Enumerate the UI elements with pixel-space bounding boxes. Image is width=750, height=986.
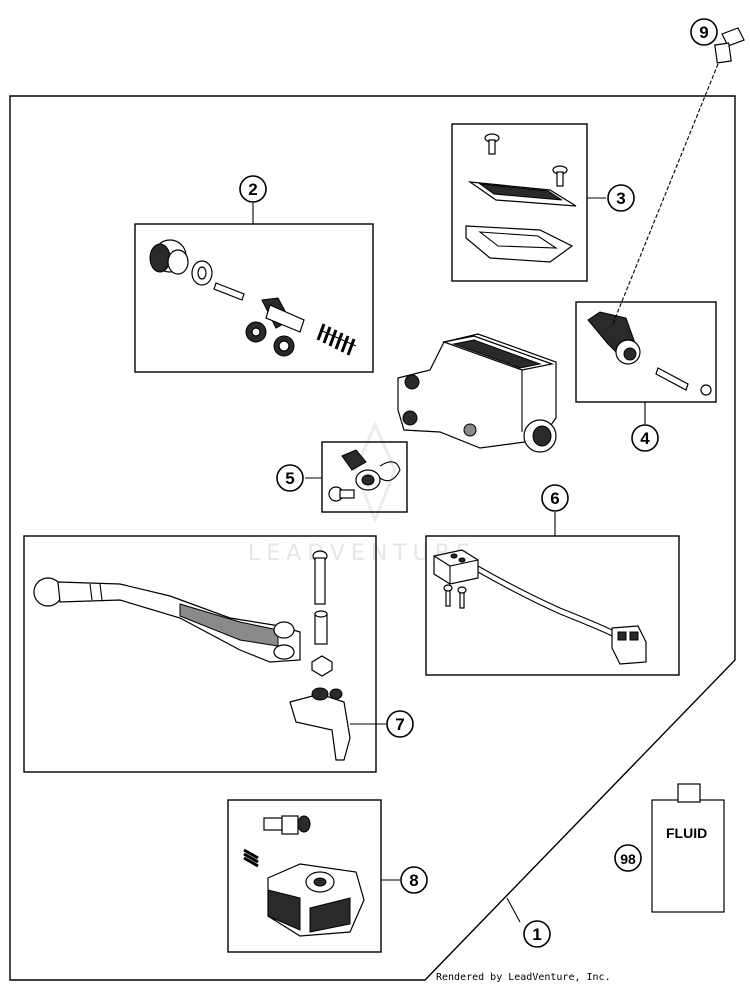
watermark: LEADVENTURE: [248, 421, 476, 566]
switch-body: [433, 549, 479, 585]
hand-lever: [33, 577, 301, 663]
callout-9-label: 9: [699, 23, 708, 42]
dust-boot: [149, 239, 189, 275]
callout-5-label: 5: [285, 469, 294, 488]
adjuster-housing-box: [227, 799, 382, 953]
clamp-washer: [700, 384, 712, 396]
callout-3-label: 3: [616, 189, 625, 208]
callout-8[interactable]: 8: [400, 866, 428, 894]
callout-6[interactable]: 6: [541, 484, 569, 512]
switch-connector: [611, 625, 647, 665]
brake-switch-box: [425, 535, 680, 676]
callout-9[interactable]: 9: [690, 18, 718, 46]
bolt-guide-line: [611, 63, 719, 327]
brake-fluid-bottle: FLUID: [651, 783, 725, 913]
footer-credit: Rendered by LeadVenture, Inc.: [436, 972, 611, 983]
hand-lever-box: [23, 535, 377, 773]
lever-bushing: [314, 613, 328, 645]
clip-parts-box: [321, 441, 408, 513]
clip: [341, 449, 367, 471]
clamp-pin: [655, 367, 689, 391]
callout-2[interactable]: 2: [239, 175, 267, 203]
callout-1[interactable]: 1: [523, 920, 551, 948]
clamp-group[interactable]: [575, 301, 717, 403]
reservoir-cover-group[interactable]: [451, 123, 588, 282]
callout-5[interactable]: 5: [276, 464, 304, 492]
lever-nut: [311, 655, 333, 677]
callout-6-label: 6: [550, 489, 559, 508]
callout-4[interactable]: 4: [631, 424, 659, 452]
master-cylinder-body: [397, 333, 557, 453]
adjuster-housing: [267, 863, 365, 937]
piston-kit-box: [134, 223, 374, 373]
adjuster-screw: [263, 815, 311, 835]
hand-lever-group[interactable]: [23, 535, 377, 773]
clamp-bolt: [714, 27, 745, 64]
leader-lines: [252, 197, 646, 923]
lever-pivot-bolt: [312, 550, 328, 605]
callout-2-label: 2: [248, 180, 257, 199]
cover-screw: [484, 133, 500, 155]
adjuster-housing-group[interactable]: [227, 799, 382, 953]
cover-screw-2: [552, 165, 568, 187]
callout-8-label: 8: [409, 871, 418, 890]
piston-kit-group[interactable]: [134, 223, 374, 373]
switch-screws: [443, 584, 467, 609]
adjuster-spring: [243, 848, 259, 868]
fluid-label: FLUID: [666, 825, 707, 841]
diaphragm: [465, 225, 574, 263]
lever-adjuster: [289, 687, 351, 761]
callout-7[interactable]: 7: [386, 710, 414, 738]
callout-3[interactable]: 3: [607, 184, 635, 212]
callout-7-label: 7: [395, 715, 404, 734]
callout-98-label: 98: [620, 851, 636, 867]
switch-cable: [477, 565, 613, 631]
callout-1-label: 1: [532, 925, 541, 944]
spring: [316, 323, 357, 356]
brake-switch-group[interactable]: [425, 535, 680, 676]
clamp-box: [575, 301, 717, 403]
clip-parts-group[interactable]: [321, 441, 408, 513]
piston: [261, 297, 305, 333]
reservoir-cover-box: [451, 123, 588, 282]
small-bolt: [328, 486, 355, 502]
callout-4-label: 4: [640, 429, 650, 448]
assembly-outline: [9, 95, 736, 981]
push-rod: [213, 282, 245, 301]
watermark-text: LEADVENTURE: [248, 541, 476, 566]
callout-98[interactable]: 98: [614, 844, 642, 872]
